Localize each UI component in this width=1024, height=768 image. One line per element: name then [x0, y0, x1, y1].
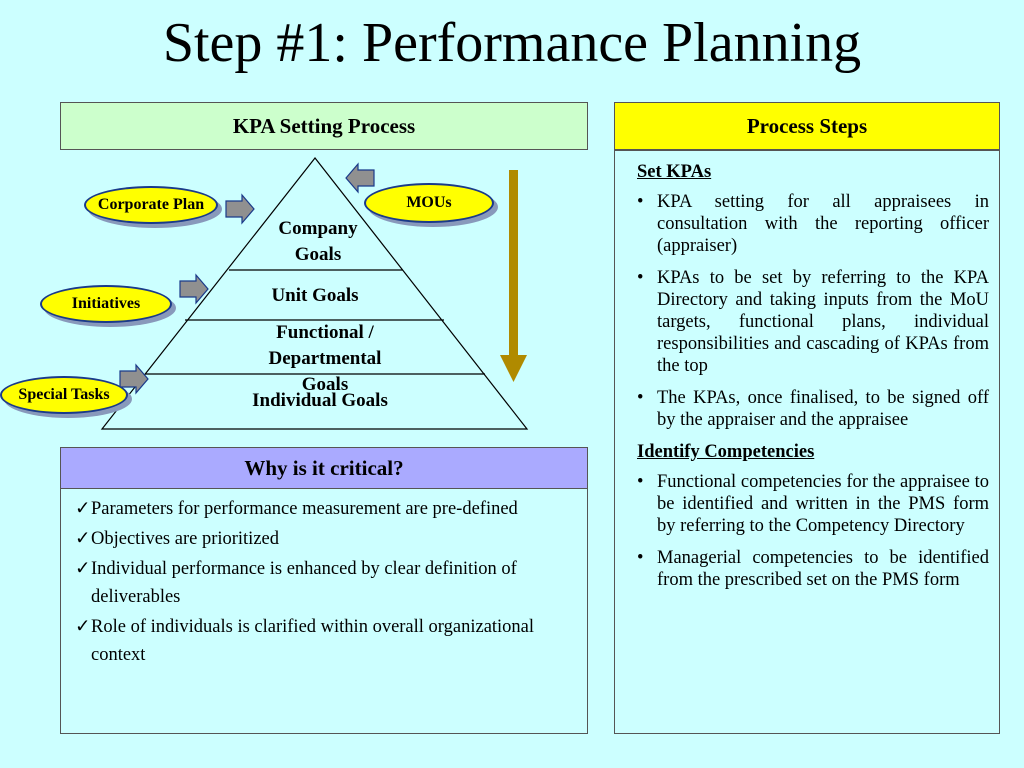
cascade-down-arrow: [500, 170, 527, 382]
why-critical-header: Why is it critical?: [60, 447, 588, 489]
pyramid-level-individual-goals: Individual Goals: [252, 390, 388, 411]
process-step-text: Managerial competencies to be identified…: [657, 548, 989, 590]
process-step-item: • Managerial competencies to be identifie…: [637, 547, 989, 591]
bullet-icon: •: [637, 388, 644, 408]
initiatives-ellipse: Initiatives: [40, 285, 172, 323]
kpa-setting-header-label: KPA Setting Process: [232, 113, 416, 138]
process-step-item: • The KPAs, once finalised, to be signed …: [637, 387, 989, 431]
check-icon: ✓: [75, 499, 91, 519]
why-critical-panel: ✓Parameters for performance measurement …: [60, 488, 588, 734]
special-tasks-label: Special Tasks: [18, 386, 110, 403]
process-steps-header: Process Steps: [614, 102, 1000, 150]
why-critical-list: ✓Parameters for performance measurement …: [61, 489, 587, 669]
pyramid-level-company-goals: Company Goals: [278, 218, 358, 265]
process-steps-panel: Set KPAs • KPA setting for all appraisees…: [614, 150, 1000, 734]
check-icon: ✓: [75, 529, 91, 549]
mous-arrow-icon: [345, 162, 375, 194]
mous-label: MOUs: [406, 194, 452, 211]
why-item-text: Parameters for performance measurement a…: [91, 499, 518, 519]
process-step-text: KPA setting for all appraisees in consul…: [657, 192, 989, 256]
process-step-text: KPAs to be set by referring to the KPA D…: [657, 268, 989, 376]
page-title: Step #1: Performance Planning: [162, 12, 862, 74]
process-step-text: The KPAs, once finalised, to be signed o…: [657, 388, 989, 430]
set-kpas-list: • KPA setting for all appraisees in consu…: [637, 191, 989, 431]
why-item-text: Role of individuals is clarified within …: [91, 617, 535, 665]
pyramid-diagram: [100, 157, 529, 430]
why-item: ✓Role of individuals is clarified within…: [75, 613, 581, 669]
why-item-text: Individual performance is enhanced by cl…: [91, 559, 517, 607]
pyramid-level-unit-goals: Unit Goals: [271, 285, 359, 306]
kpa-setting-header: KPA Setting Process: [60, 102, 588, 150]
corporate-plan-arrow-icon: [225, 193, 255, 225]
bullet-icon: •: [637, 192, 644, 212]
bullet-icon: •: [637, 472, 644, 492]
special-tasks-ellipse: Special Tasks: [0, 376, 128, 414]
identify-competencies-list: • Functional competencies for the apprais…: [637, 471, 989, 591]
corporate-plan-ellipse: Corporate Plan: [84, 186, 218, 224]
why-item-text: Objectives are prioritized: [91, 529, 279, 549]
mous-ellipse: MOUs: [364, 183, 494, 223]
process-step-text: Functional competencies for the appraise…: [657, 472, 989, 536]
check-icon: ✓: [75, 559, 91, 579]
why-item: ✓Objectives are prioritized: [75, 525, 581, 553]
identify-competencies-title: Identify Competencies: [637, 442, 815, 462]
bullet-icon: •: [637, 268, 644, 288]
why-item: ✓Individual performance is enhanced by c…: [75, 555, 581, 611]
process-steps-header-label: Process Steps: [746, 113, 868, 138]
set-kpas-title: Set KPAs: [637, 162, 712, 182]
initiatives-label: Initiatives: [71, 295, 141, 312]
check-icon: ✓: [75, 617, 91, 637]
process-step-item: • Functional competencies for the apprais…: [637, 471, 989, 537]
why-critical-header-label: Why is it critical?: [244, 455, 404, 480]
initiatives-arrow-icon: [179, 273, 209, 305]
why-item: ✓Parameters for performance measurement …: [75, 495, 581, 523]
bullet-icon: •: [637, 548, 644, 568]
pyramid-outline: [100, 157, 529, 430]
corporate-plan-label: Corporate Plan: [97, 196, 205, 213]
pyramid-level-functional-goals: Functional / Departmental Goals: [268, 322, 382, 395]
process-step-item: • KPAs to be set by referring to the KPA …: [637, 267, 989, 377]
process-step-item: • KPA setting for all appraisees in consu…: [637, 191, 989, 257]
